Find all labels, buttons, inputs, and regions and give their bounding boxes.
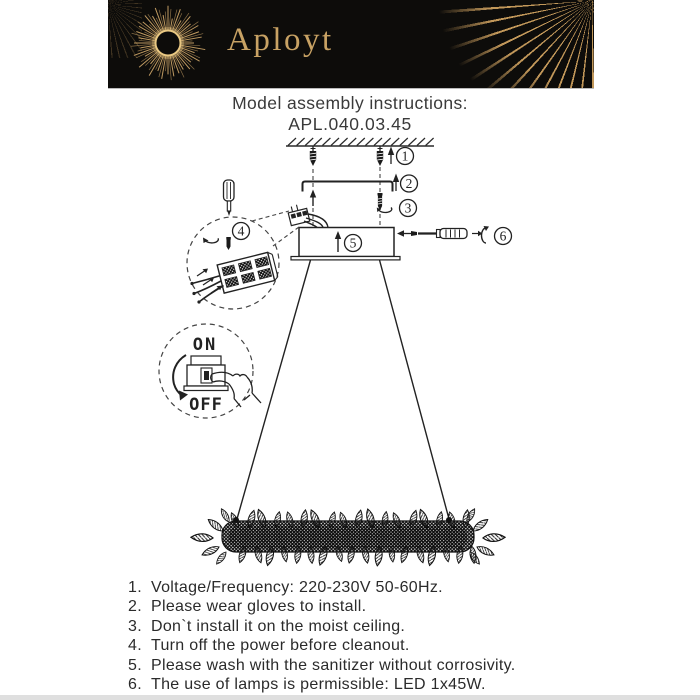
svg-text:3: 3 <box>405 201 412 216</box>
svg-text:1: 1 <box>402 149 409 164</box>
right-rays-decoration <box>419 0 594 88</box>
brand-banner: Aployt <box>108 0 594 89</box>
instruction-item: 6.The use of lamps is permissible: LED 1… <box>128 676 486 694</box>
svg-text:5: 5 <box>350 236 357 251</box>
brand-name: Aployt <box>227 22 334 58</box>
ceiling-anchor-left <box>309 146 317 166</box>
canopy-box: 5 <box>290 226 401 261</box>
model-code: APL.040.03.45 <box>288 114 412 134</box>
page-title: Model assembly instructions: <box>232 93 468 113</box>
ceiling-hatching <box>286 137 435 147</box>
svg-text:4: 4 <box>238 224 245 239</box>
side-screw-assembly: 6 <box>397 226 513 246</box>
wire-connector <box>287 204 329 228</box>
sunburst-logo-icon <box>131 5 206 81</box>
svg-text:OFF: OFF <box>189 395 223 415</box>
step-2-callout: 2 <box>392 173 419 193</box>
assembly-diagram: 1 2 3 <box>158 137 513 567</box>
instruction-item: 2.Please wear gloves to install. <box>128 598 367 616</box>
instruction-item: 4.Turn off the power before cleanout. <box>128 637 410 655</box>
suspension-wires <box>236 259 450 520</box>
detail-callout-lines <box>251 210 300 247</box>
page-edge-shadow <box>0 695 700 700</box>
garland-chandelier <box>190 506 506 567</box>
step-3-screws <box>309 189 393 214</box>
instruction-item: 1.Voltage/Frequency: 220-230V 50-60Hz. <box>128 579 443 596</box>
mounting-bracket <box>301 180 394 192</box>
instruction-list: 1.Voltage/Frequency: 220-230V 50-60Hz. 2… <box>120 578 590 694</box>
svg-text:ON: ON <box>193 335 217 355</box>
instruction-item: 5.Please wash with the sanitizer without… <box>128 656 516 674</box>
step-3-callout: 3 <box>398 198 418 218</box>
step-1-callout: 1 <box>387 146 415 166</box>
svg-text:2: 2 <box>406 176 413 191</box>
left-rays-decoration <box>108 0 142 58</box>
ceiling-anchor-right <box>376 146 384 166</box>
connector-detail-circle: 4 <box>186 179 280 310</box>
alignment-dashes <box>312 167 381 227</box>
svg-text:6: 6 <box>500 229 507 244</box>
switch-detail-circle: ON OFF <box>158 323 262 419</box>
instruction-item: 3.Don`t install it on the moist ceiling. <box>128 617 406 635</box>
